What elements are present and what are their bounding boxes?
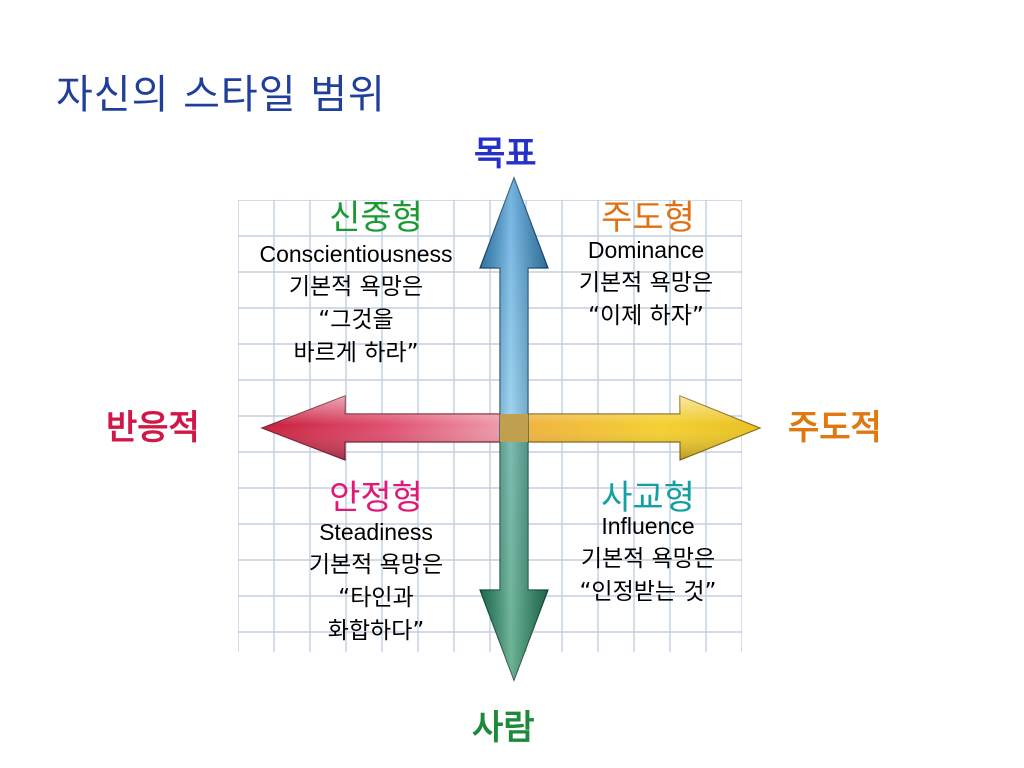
quadrant-line: 바르게 하라” (293, 340, 419, 366)
quadrant-text-dominance: Dominance 기본적 욕망은 “이제 하자” (516, 234, 776, 333)
quadrant-line: 기본적 욕망은 (578, 270, 714, 296)
axis-label-right: 주도적 (788, 408, 882, 448)
quadrant-english-dominance: Dominance (587, 237, 705, 263)
quadrant-text-steadiness: Steadiness 기본적 욕망은 “타인과 화합하다” (246, 516, 506, 648)
quadrant-text-conscientiousness: Conscientiousness 기본적 욕망은 “그것을 바르게 하라” (226, 238, 486, 370)
axis-label-left: 반응적 (106, 408, 200, 448)
page-title: 자신의 스타일 범위 (56, 72, 386, 118)
left-arrow (260, 395, 513, 461)
quadrant-heading-dominance: 주도형 (601, 198, 695, 238)
quadrant-line: 화합하다” (327, 618, 425, 644)
quadrant-text-influence: Influence 기본적 욕망은 “인정받는 것” (518, 510, 778, 609)
axis-label-bottom: 사람 (472, 708, 535, 748)
quadrant-line: “이제 하자” (588, 303, 704, 329)
quadrant-heading-influence: 사교형 (601, 478, 695, 518)
quadrant-heading-steadiness: 안정형 (329, 478, 423, 518)
quadrant-english-steadiness: Steadiness (319, 519, 433, 545)
quadrant-line: 기본적 욕망은 (288, 274, 424, 300)
quadrant-line: 기본적 욕망은 (308, 552, 444, 578)
quadrant-line: “그것을 (318, 307, 394, 333)
quadrant-line: “타인과 (338, 585, 414, 611)
quadrant-english-influence: Influence (601, 513, 695, 539)
axis-label-top: 목표 (474, 134, 537, 174)
quadrant-line: 기본적 욕망은 (580, 546, 716, 572)
center-joint (500, 414, 528, 442)
quadrant-english-conscientiousness: Conscientiousness (259, 241, 453, 267)
quadrant-line: “인정받는 것” (579, 579, 717, 605)
quadrant-heading-conscientiousness: 신중형 (329, 198, 423, 238)
right-arrow (511, 395, 762, 461)
